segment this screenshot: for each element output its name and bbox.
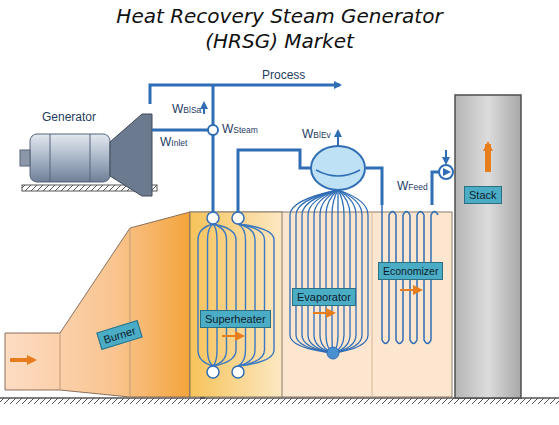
burner-duct (10, 358, 34, 362)
headers (207, 366, 219, 378)
steam-drum (311, 146, 365, 190)
component-label-box: Economizer (378, 262, 443, 280)
flow-label: WBlEv (302, 128, 331, 142)
heat-exchanger-tubes (238, 224, 246, 366)
hrsg-casing (372, 212, 373, 397)
pipe-label: Process (262, 68, 305, 82)
hrsg-casing (190, 212, 282, 397)
title-block: Heat Recovery Steam Generator (HRSG) Mar… (0, 4, 559, 54)
heat-exchanger-tubes (213, 224, 236, 366)
heat-exchanger-tubes (332, 190, 338, 353)
heat-exchanger-tubes (238, 224, 274, 366)
heat-exchanger-tubes (333, 190, 356, 353)
heat-exchanger-tubes (382, 205, 438, 344)
steam-piping (432, 172, 439, 205)
equipment-label: Generator (42, 110, 96, 124)
heat-exchanger-tubes (320, 190, 338, 353)
valves-and-pump (439, 165, 453, 179)
valves-and-pump (208, 125, 218, 135)
flow-label: WSteam (222, 123, 258, 137)
heat-exchanger-tubes (302, 190, 338, 353)
title: Heat Recovery Steam Generator (HRSG) Mar… (107, 4, 452, 54)
burner-duct (130, 228, 131, 397)
flow-arrows (222, 335, 242, 337)
heat-exchanger-tubes (333, 190, 368, 353)
generator-body (90, 134, 91, 182)
heat-exchanger-tubes (198, 224, 213, 366)
heat-exchanger-tubes (308, 190, 338, 353)
steam-piping (366, 168, 382, 205)
headers (232, 212, 244, 224)
heat-exchanger-tubes (314, 190, 338, 353)
heat-exchanger-tubes (333, 190, 362, 353)
stack (485, 144, 491, 172)
steam-piping (203, 103, 205, 114)
stack (455, 95, 521, 398)
steam-drum (327, 347, 339, 359)
headers (207, 212, 219, 224)
component-name: Economizer (383, 265, 438, 277)
steam-piping (212, 85, 215, 216)
stack (455, 95, 521, 398)
steam-turbine (110, 114, 152, 196)
headers (207, 212, 244, 378)
heat-exchanger-tubes (296, 190, 338, 353)
heat-exchanger-tubes (333, 190, 338, 353)
burner-duct (5, 212, 190, 397)
flow-label: WInlet (160, 136, 187, 150)
component-label-box: Superheater (200, 310, 271, 328)
flow-arrows (400, 289, 420, 291)
casing-supports (200, 397, 205, 399)
flow-label: WBlSa (172, 103, 201, 117)
component-name: Evaporator (297, 291, 351, 303)
heat-exchanger-tubes (208, 224, 214, 366)
flow-arrows (313, 312, 333, 314)
component-name: Superheater (205, 313, 266, 325)
steam-piping (152, 129, 208, 132)
heat-exchanger-tubes (238, 224, 265, 366)
heat-exchanger-tubes (290, 190, 338, 353)
generator-body (30, 134, 110, 182)
generator-body (20, 134, 110, 182)
heat-exchanger-tubes (213, 224, 217, 366)
heat-exchanger-tubes (326, 190, 338, 353)
heat-exchanger-tubes (333, 190, 344, 353)
headers (232, 366, 244, 378)
steam-piping (150, 85, 446, 216)
steam-piping (445, 150, 447, 163)
burner-duct (60, 333, 61, 390)
component-label-box: Evaporator (292, 288, 356, 306)
component-label-box: Stack (464, 186, 502, 204)
steam-piping (238, 150, 311, 216)
steam-drum (311, 146, 365, 359)
flow-label: WFeed (397, 180, 428, 194)
ground (0, 398, 559, 404)
steam-drum (316, 170, 360, 176)
steam-piping (150, 85, 340, 104)
steam-piping (337, 131, 339, 146)
hrsg-casing (190, 212, 452, 397)
steam-turbine (110, 114, 152, 196)
heat-exchanger-tubes (333, 190, 350, 353)
generator-body (50, 134, 51, 182)
hrsg-casing (190, 212, 452, 397)
generator-body (20, 150, 30, 166)
component-name: Stack (469, 189, 497, 201)
casing-supports (200, 397, 205, 399)
burner-duct (5, 212, 190, 397)
heat-exchanger-tubes (213, 224, 227, 366)
ground (0, 398, 559, 404)
heat-exchanger-tubes (238, 224, 255, 366)
valves-and-pump (443, 168, 451, 176)
